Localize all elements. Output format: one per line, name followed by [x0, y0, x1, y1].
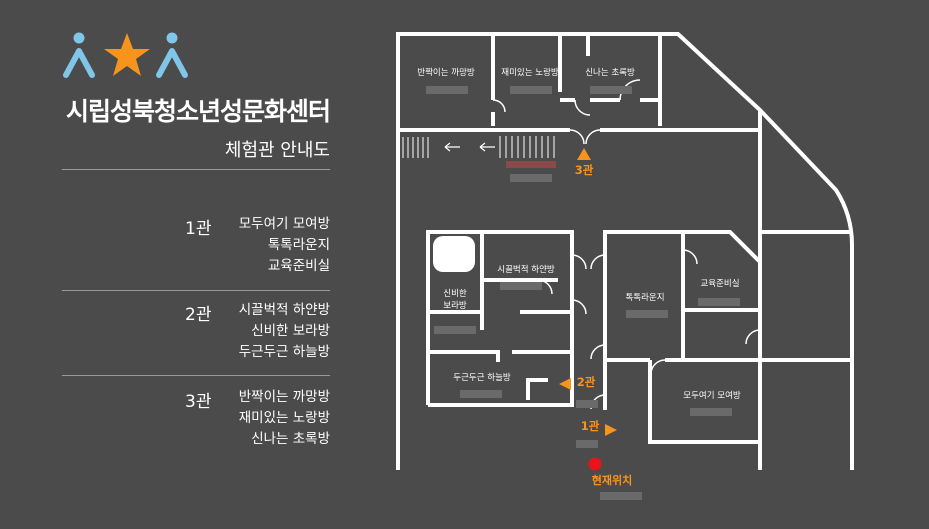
- right-arrow-icon: [605, 424, 617, 436]
- room-label-prep: 교육준비실: [700, 278, 739, 289]
- current-location-label: 현재위치: [592, 473, 632, 487]
- legend-item: 모두여기 모여방: [238, 216, 330, 232]
- left-arrow-marker-icon: [559, 378, 571, 390]
- legend-item: 신비한 보라방: [251, 323, 330, 339]
- room-label-moyeo: 모두여기 모여방: [683, 390, 741, 401]
- restroom-fixture: [433, 236, 475, 272]
- logo-star-icon: [104, 33, 150, 76]
- legend-group-hall1: 1관 모두여기 모여방 톡톡라운지 교육준비실: [185, 214, 330, 280]
- room-label-chorok: 신나는 초록방: [585, 67, 635, 78]
- logo-figure-left-icon: [63, 32, 95, 78]
- room-label-haneul: 두근두근 하늘방: [453, 372, 511, 383]
- legend-group-hall2: 2관 시끌벅적 하얀방 신비한 보라방 두근두근 하늘방: [185, 300, 330, 366]
- legend-item: 시끌벅적 하얀방: [238, 302, 330, 318]
- stairs: [402, 136, 555, 158]
- legend-hall-number: 2관: [185, 305, 212, 325]
- room-label-lounge: 톡톡라운지: [625, 293, 664, 303]
- logo-figure-right-icon: [156, 32, 188, 78]
- up-arrow-icon: [577, 148, 591, 160]
- legend-item: 두근두근 하늘방: [238, 344, 330, 360]
- legend-hall-number: 1관: [185, 219, 212, 239]
- legend-item: 반짝이는 까망방: [238, 389, 330, 405]
- divider: [62, 375, 330, 376]
- marker-hall2: 2관: [577, 375, 596, 389]
- left-arrow-icon: [444, 142, 495, 152]
- room-label-kkamang: 반짝이는 까망방: [417, 67, 475, 78]
- legend-item: 재미있는 노랑방: [238, 410, 330, 426]
- center-title: 시립성북청소년성문화센터: [65, 97, 331, 126]
- divider: [62, 169, 330, 170]
- room-label-hayan: 시끌벅적 하얀방: [497, 264, 555, 275]
- divider: [62, 290, 330, 291]
- current-location-dot-icon: [588, 457, 602, 471]
- legend-item: 톡톡라운지: [267, 237, 330, 253]
- legend-group-hall3: 3관 반짝이는 까망방 재미있는 노랑방 신나는 초록방: [185, 387, 330, 453]
- label-bar-red: [506, 161, 556, 168]
- legend-item: 교육준비실: [267, 258, 330, 274]
- marker-hall1: 1관: [581, 419, 600, 433]
- room-label-norang: 재미있는 노랑방: [501, 67, 559, 78]
- map-walls: [396, 32, 854, 470]
- marker-hall3: 3관: [575, 163, 594, 177]
- legend-hall-number: 3관: [185, 392, 212, 412]
- legend-item: 신나는 초록방: [251, 431, 330, 447]
- label-bars: [426, 86, 740, 500]
- page-subtitle: 체험관 안내도: [224, 140, 330, 161]
- logo: [63, 32, 188, 78]
- room-label-bora-1: 신비한: [443, 289, 467, 299]
- room-label-bora-2: 보라방: [443, 300, 467, 311]
